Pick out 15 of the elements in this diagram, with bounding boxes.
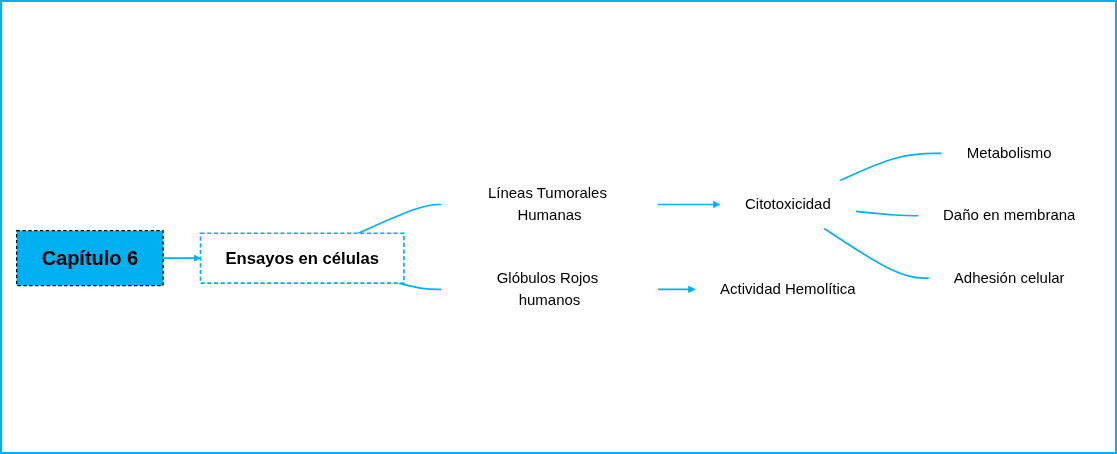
- arrow: [656, 200, 721, 209]
- node-text: Adhesión celular: [953, 269, 1065, 287]
- connector: [854, 210, 919, 217]
- connector: [357, 203, 443, 235]
- node-text: Actividad Hemolítica: [720, 280, 856, 298]
- node-text: Metabolismo: [966, 144, 1052, 162]
- node-text: Glóbulos Rojos humanos: [496, 269, 599, 309]
- node-box: Ensayos en células: [199, 232, 405, 284]
- node-text: Líneas Tumorales Humanas: [487, 184, 607, 224]
- connector: [822, 227, 930, 279]
- arrow: [656, 285, 696, 294]
- node-text: Citotoxicidad: [744, 195, 831, 213]
- node-text: Daño en membrana: [943, 207, 1076, 224]
- connector: [838, 152, 943, 182]
- node-box: Capítulo 6: [16, 230, 164, 287]
